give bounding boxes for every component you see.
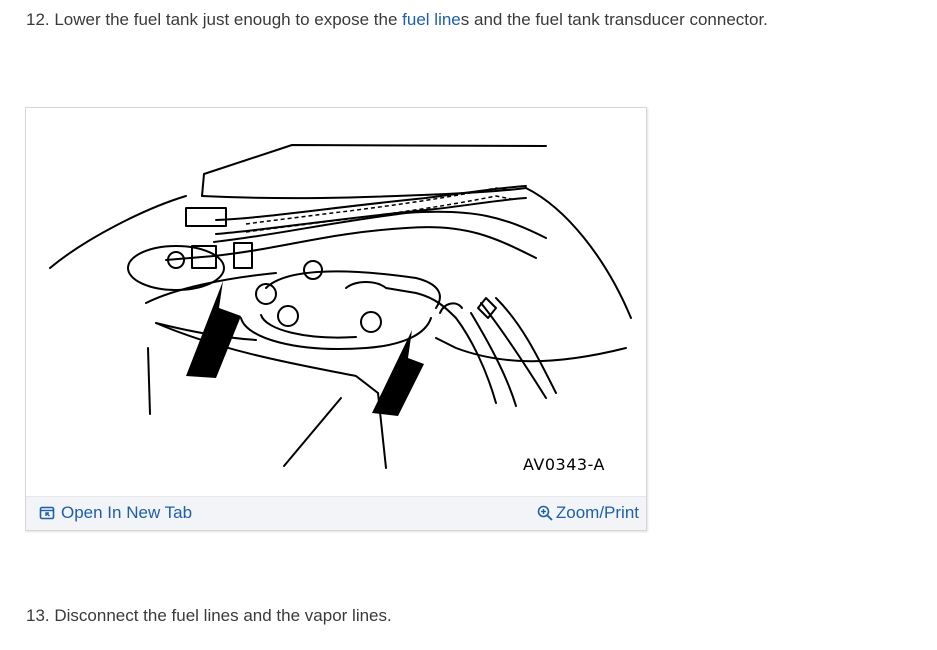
fuel-tank-illustration [49,144,632,469]
step-13-text: 13. Disconnect the fuel lines and the va… [26,606,392,625]
fuel-line-link[interactable]: fuel line [402,10,461,29]
zoom-in-icon [537,505,553,521]
step-12-text-before: 12. Lower the fuel tank just enough to e… [26,10,403,29]
open-in-new-tab-label: Open In New Tab [61,503,193,522]
step-12-text-after: s and the fuel tank transducer connector… [460,10,768,29]
open-in-new-tab-button[interactable]: Open In New Tab [39,502,192,524]
open-in-new-tab-icon [39,506,55,520]
figure-action-bar: Open In New Tab Zoom/Print [26,496,646,530]
zoom-print-button[interactable]: Zoom/Print [537,502,639,524]
figure-card: AV0343-A Open In New Tab Zoom/Pri [25,107,647,531]
figure-label: AV0343-A [523,455,605,474]
zoom-print-label: Zoom/Print [555,503,639,522]
step-12-text: 12. Lower the fuel tank just enough to e… [26,9,768,31]
